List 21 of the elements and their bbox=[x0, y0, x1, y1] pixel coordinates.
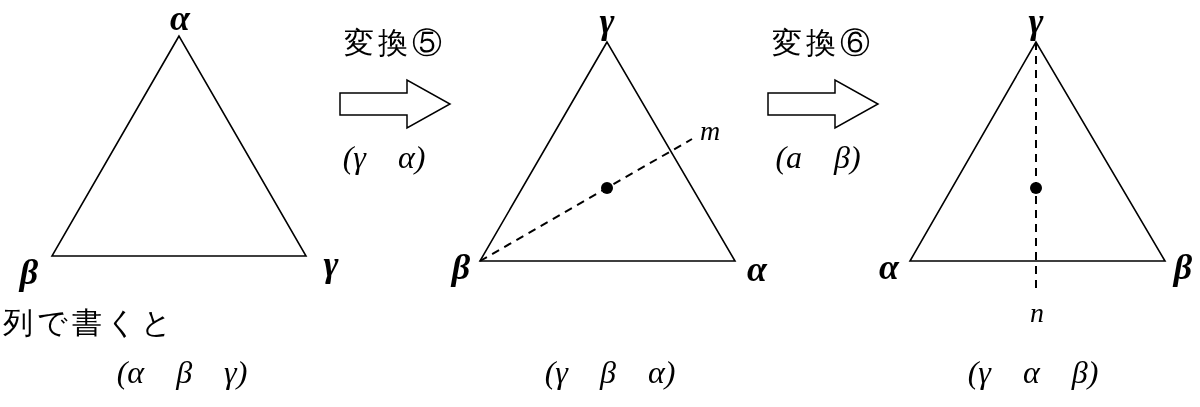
vertex-label: β bbox=[1173, 249, 1193, 285]
note-text: 列で書くと bbox=[3, 308, 176, 338]
permutation-text: (γ α β) bbox=[967, 356, 1099, 388]
axis-label: n bbox=[1030, 299, 1044, 327]
vertex-label: γ bbox=[323, 246, 339, 282]
vertex-label: α bbox=[879, 249, 899, 285]
edge-label: 変換⑤ bbox=[344, 28, 446, 58]
vertex-label: β bbox=[451, 249, 471, 285]
block-arrow bbox=[767, 78, 880, 130]
transposition-label: (γ α) bbox=[342, 141, 426, 173]
vertex-label: γ bbox=[599, 3, 615, 39]
block-arrow bbox=[339, 78, 452, 130]
vertex-label: α bbox=[747, 251, 767, 287]
permutation-text: (α β γ) bbox=[116, 356, 248, 388]
vertex-label: γ bbox=[1028, 3, 1044, 39]
transposition-label: (a β) bbox=[775, 141, 861, 173]
axis-label: m bbox=[699, 117, 721, 145]
permutation-text: (γ β α) bbox=[544, 356, 676, 388]
edge-label: 変換⑥ bbox=[772, 28, 874, 58]
vertex-label: β bbox=[19, 254, 39, 290]
vertex-label: α bbox=[170, 0, 190, 36]
